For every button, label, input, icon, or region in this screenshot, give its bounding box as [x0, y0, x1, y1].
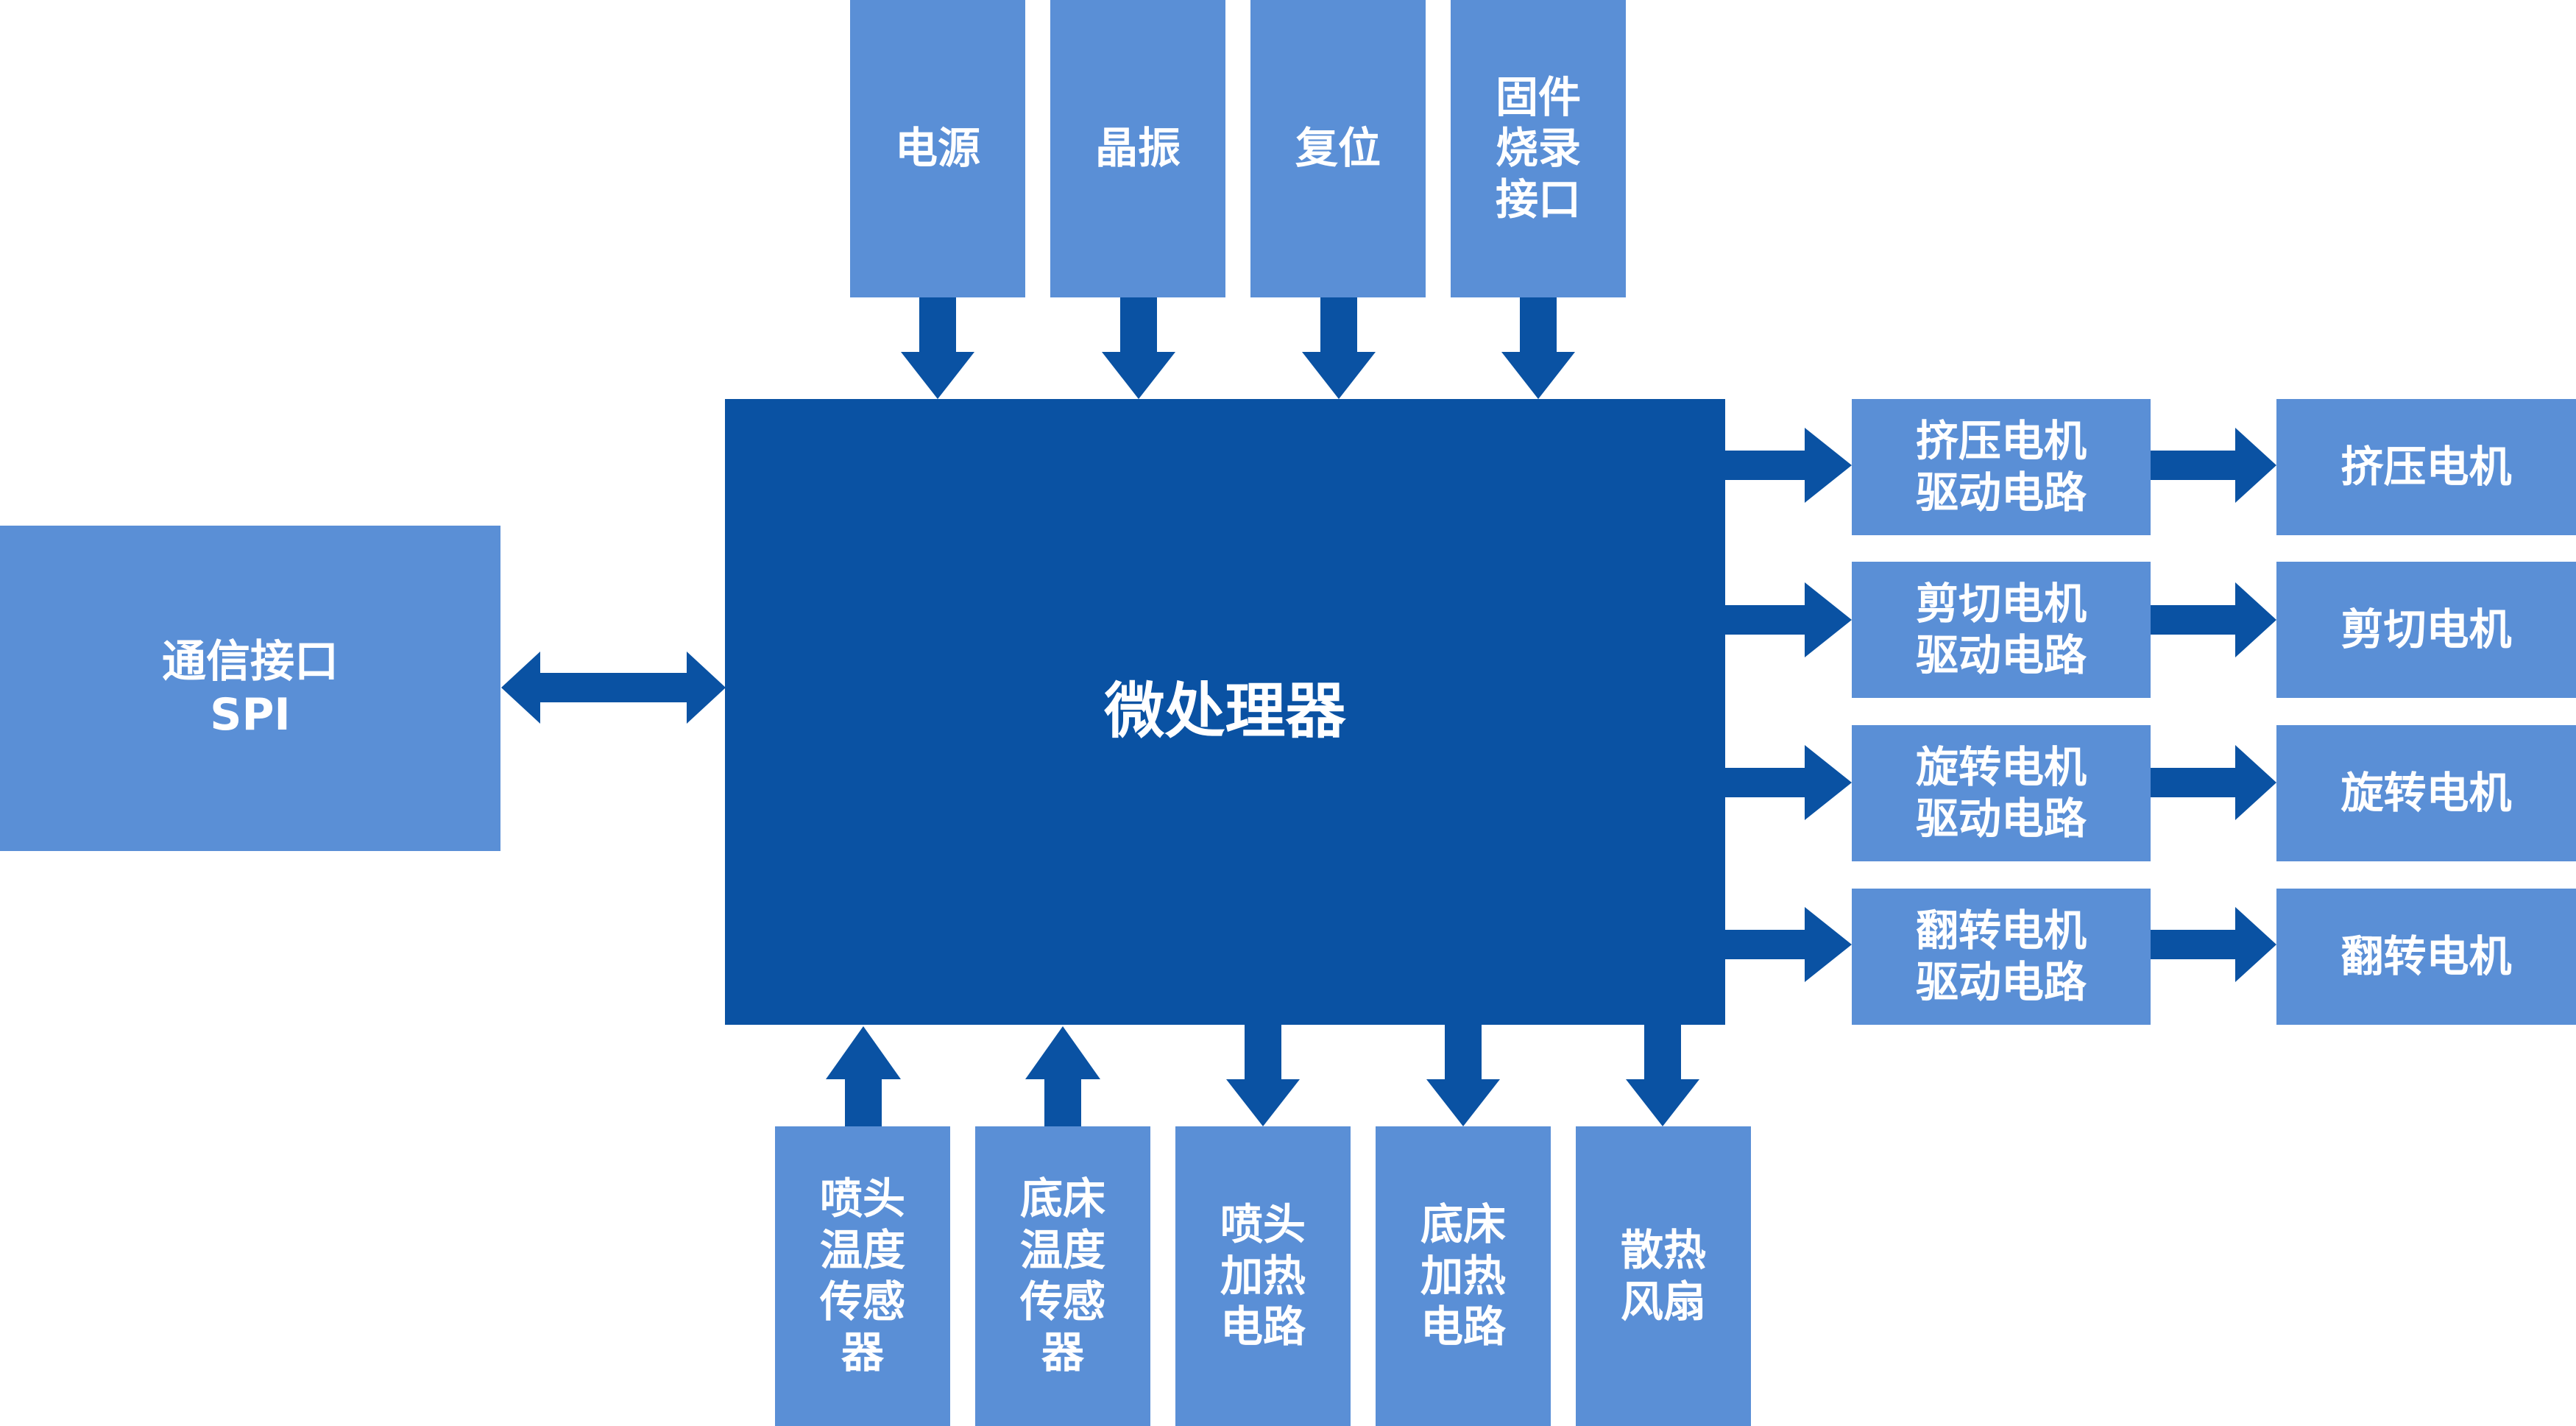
arrow-driver-to-motor-2	[2151, 582, 2276, 657]
arrow-driver-to-motor-1	[2151, 428, 2276, 503]
comm-interface-label: 通信接口 SPI	[162, 636, 339, 741]
extrusion-motor-label: 挤压电机	[2340, 441, 2512, 492]
power-block: 电源	[850, 0, 1025, 297]
bed-heater-label: 底床 加热 电路	[1420, 1199, 1506, 1352]
bed-temp-sensor-label: 底床 温度 传感 器	[1019, 1173, 1105, 1378]
arrow-comm-bidirectional	[501, 652, 726, 724]
flip-motor-block: 翻转电机	[2276, 889, 2576, 1025]
nozzle-heater-block: 喷头 加热 电路	[1175, 1126, 1351, 1426]
cutting-driver-block: 剪切电机 驱动电路	[1852, 562, 2151, 698]
arrow-cpu-to-driver-4	[1725, 907, 1852, 982]
nozzle-heater-label: 喷头 加热 电路	[1220, 1199, 1306, 1352]
crystal-label: 晶振	[1094, 123, 1181, 174]
arrow-cpu-to-nozzle-heater	[1226, 1023, 1300, 1126]
arrow-bed-sensor-to-cpu	[1025, 1026, 1100, 1126]
arrow-cpu-to-driver-2	[1725, 582, 1852, 657]
extrusion-motor-block: 挤压电机	[2276, 399, 2576, 535]
reset-block: 复位	[1250, 0, 1426, 297]
processor-block: 微处理器	[725, 399, 1725, 1025]
arrow-driver-to-motor-3	[2151, 745, 2276, 820]
firmware-interface-label: 固件 烧录 接口	[1495, 71, 1581, 225]
rotation-driver-label: 旋转电机 驱动电路	[1915, 741, 2087, 844]
cooling-fan-block: 散热 风扇	[1576, 1126, 1751, 1426]
arrow-nozzle-sensor-to-cpu	[826, 1026, 901, 1126]
rotation-motor-block: 旋转电机	[2276, 725, 2576, 861]
comm-interface-block: 通信接口 SPI	[0, 526, 500, 851]
bed-heater-block: 底床 加热 电路	[1376, 1126, 1551, 1426]
arrow-crystal-to-cpu	[1102, 297, 1175, 399]
flip-driver-block: 翻转电机 驱动电路	[1852, 889, 2151, 1025]
cutting-driver-label: 剪切电机 驱动电路	[1915, 578, 2087, 680]
rotation-driver-block: 旋转电机 驱动电路	[1852, 725, 2151, 861]
processor-label: 微处理器	[1104, 676, 1346, 746]
firmware-interface-block: 固件 烧录 接口	[1451, 0, 1626, 297]
cutting-motor-block: 剪切电机	[2276, 562, 2576, 698]
flip-motor-label: 翻转电机	[2340, 931, 2512, 981]
crystal-block: 晶振	[1050, 0, 1225, 297]
power-label: 电源	[894, 123, 980, 174]
rotation-motor-label: 旋转电机	[2340, 767, 2512, 818]
arrow-cpu-to-driver-3	[1725, 745, 1852, 820]
nozzle-temp-sensor-block: 喷头 温度 传感 器	[775, 1126, 950, 1426]
bed-temp-sensor-block: 底床 温度 传感 器	[975, 1126, 1150, 1426]
extrusion-driver-block: 挤压电机 驱动电路	[1852, 399, 2151, 535]
arrow-driver-to-motor-4	[2151, 907, 2276, 982]
arrow-firmware-to-cpu	[1501, 297, 1575, 399]
extrusion-driver-label: 挤压电机 驱动电路	[1915, 415, 2087, 518]
cutting-motor-label: 剪切电机	[2340, 604, 2512, 654]
arrow-reset-to-cpu	[1302, 297, 1376, 399]
cooling-fan-label: 散热 风扇	[1620, 1224, 1706, 1327]
arrow-cpu-to-fan	[1626, 1023, 1699, 1126]
arrow-power-to-cpu	[901, 297, 974, 399]
arrow-cpu-to-bed-heater	[1426, 1023, 1500, 1126]
arrow-cpu-to-driver-1	[1725, 428, 1852, 503]
flip-driver-label: 翻转电机 驱动电路	[1915, 905, 2087, 1007]
nozzle-temp-sensor-label: 喷头 温度 传感 器	[819, 1173, 905, 1378]
reset-label: 复位	[1295, 123, 1381, 174]
